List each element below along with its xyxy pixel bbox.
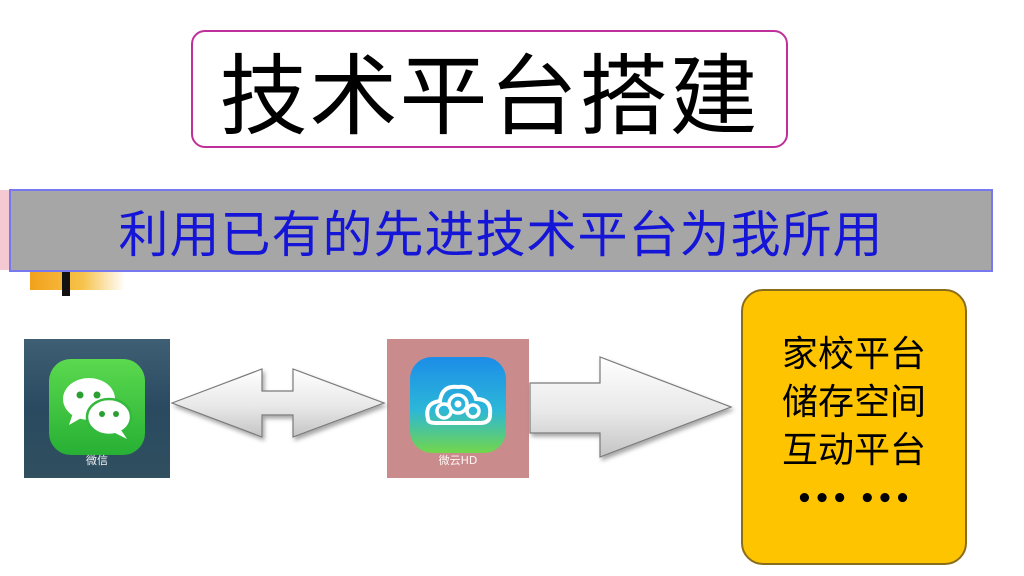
feature-item-interaction: 互动平台 bbox=[781, 430, 926, 471]
double-arrow-icon bbox=[170, 368, 386, 438]
wechat-label: 微信 bbox=[86, 454, 108, 467]
feature-item-home-school: 家校平台 bbox=[781, 334, 926, 375]
slide-title: 技术平台搭建 bbox=[191, 30, 788, 148]
cloud-swirl-icon bbox=[425, 384, 493, 425]
feature-more-dots: ••• ••• bbox=[796, 484, 912, 514]
decorative-accent-dark bbox=[62, 268, 70, 296]
wechat-icon bbox=[49, 359, 145, 455]
feature-item-storage: 储存空间 bbox=[781, 382, 926, 423]
wechat-bubbles-icon bbox=[63, 378, 133, 439]
weiyun-app-tile: 微云HD bbox=[387, 339, 529, 478]
weiyun-icon bbox=[410, 357, 506, 453]
wechat-app-tile: 微信 bbox=[24, 339, 170, 478]
decorative-accent-orange bbox=[30, 268, 125, 290]
slide-subtitle: 利用已有的先进技术平台为我所用 bbox=[9, 189, 993, 272]
feature-box: 家校平台 储存空间 互动平台 ••• ••• bbox=[741, 289, 967, 565]
weiyun-label: 微云HD bbox=[438, 454, 478, 467]
right-arrow-icon bbox=[529, 356, 733, 458]
